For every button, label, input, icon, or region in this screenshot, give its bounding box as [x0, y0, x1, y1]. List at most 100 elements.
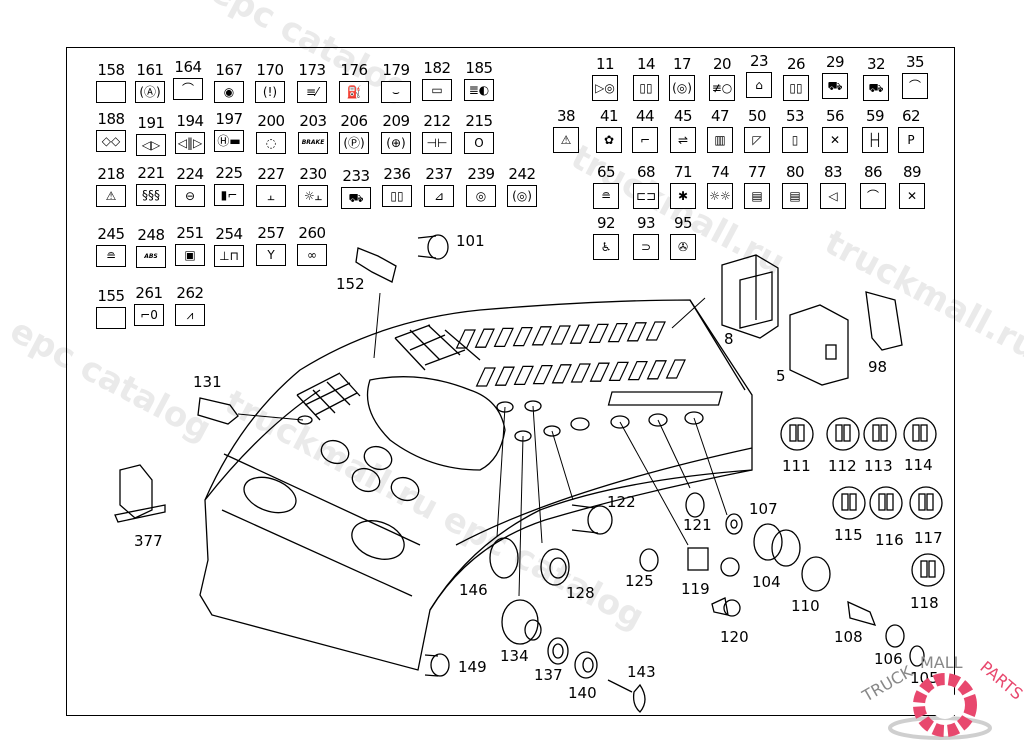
panel-slot: [626, 322, 647, 342]
symbol-59: 59├┤: [856, 108, 894, 153]
part-label-140: 140: [568, 684, 597, 702]
part-label-108: 108: [834, 628, 863, 646]
wheelchair-icon: ♿: [593, 234, 619, 260]
part-label-125: 125: [625, 572, 654, 590]
part-label-143: 143: [627, 663, 656, 681]
part-5-switch-shape: [789, 304, 849, 386]
symbol-164: 164⌒: [169, 59, 207, 100]
leader-lines: [237, 292, 728, 597]
symbol-number: 224: [176, 165, 204, 183]
dashboard-panel: [199, 299, 753, 671]
symbol-227: 227⫠: [252, 166, 290, 207]
part-label-122: 122: [607, 493, 636, 511]
symbol-number: 239: [467, 165, 495, 183]
part-label-114: 114: [904, 456, 933, 474]
symbol-44: 44⌐: [626, 108, 664, 153]
blank-icon: [96, 81, 126, 103]
symbol-224: 224⊖: [171, 166, 209, 207]
brake-indicator-icon: (◎): [669, 75, 695, 101]
symbol-number: 237: [425, 165, 453, 183]
truckmallparts-logo: TRUCK MALL PARTS: [858, 640, 1024, 750]
symbol-number: 93: [636, 214, 656, 232]
fuel-pump-icon: ▮⌐: [214, 184, 244, 206]
panel-slot: [475, 367, 496, 387]
symbol-89: 89✕: [893, 164, 931, 209]
symbol-number: 225: [215, 164, 243, 182]
symbol-number: 261: [135, 284, 163, 302]
symbol-170: 170(!): [251, 62, 289, 103]
round-switch-icon: [863, 417, 897, 451]
high-beam-icon: ≣◐: [464, 79, 494, 101]
symbol-number: 233: [342, 167, 370, 185]
symbol-number: 68: [636, 163, 656, 181]
panel-slot: [531, 326, 552, 346]
symbol-number: 167: [215, 61, 243, 79]
part-134-lock-shape: [501, 599, 542, 645]
symbol-number: 11: [595, 55, 615, 73]
part-108-bulb-shape: [847, 600, 877, 626]
double-door-arrows-icon: ▯▯: [783, 75, 809, 101]
part-label-121: 121: [683, 516, 712, 534]
part-label-131: 131: [193, 373, 222, 391]
vending-ii-icon: ▤: [744, 183, 770, 209]
part-label-134: 134: [500, 647, 529, 665]
symbol-262: 262⩘: [171, 285, 209, 326]
symbol-number: 218: [97, 165, 125, 183]
symbol-188: 188◇◇: [92, 111, 130, 152]
symbol-number: 62: [901, 107, 921, 125]
part-label-146: 146: [459, 581, 488, 599]
symbol-number: 95: [673, 214, 693, 232]
round-switch-icon: [869, 486, 903, 520]
symbol-182: 182▭: [418, 60, 456, 101]
symbol-number: 161: [136, 61, 164, 79]
diagram-frame: [66, 47, 955, 716]
part-107-nut-shape: [725, 513, 743, 535]
symbol-93: 93⊃: [627, 215, 665, 260]
panel-slot: [607, 322, 628, 343]
symbol-number: 170: [256, 61, 284, 79]
turbo-icon: ◎: [466, 185, 496, 207]
mirror-heat-icon: ◸: [744, 127, 770, 153]
symbol-56: 56✕: [816, 108, 854, 153]
symbol-239: 239 ◎: [462, 166, 500, 207]
part-label-149: 149: [458, 658, 487, 676]
door-pair-icon: ▯▯: [633, 75, 659, 101]
symbol-number: 26: [786, 55, 806, 73]
symbol-155: 155: [92, 288, 130, 329]
part-label-5: 5: [776, 367, 786, 385]
symbol-number: 44: [635, 107, 655, 125]
part-label-112: 112: [828, 457, 857, 475]
part-122-holder-shape: [571, 504, 613, 535]
symbol-47: 47▥: [701, 108, 739, 153]
oil-can-icon: ⌣: [381, 81, 411, 103]
bell-crossed-icon: ✕: [899, 183, 925, 209]
symbol-260: 260∞: [293, 225, 331, 266]
part-label-110: 110: [791, 597, 820, 615]
symbol-number: 53: [785, 107, 805, 125]
panel-slot: [569, 324, 590, 344]
vending-icon: ▤: [782, 183, 808, 209]
double-door-icon: ▯▯: [382, 185, 412, 207]
round-switch-icon: [826, 417, 860, 451]
symbol-50: 50◸: [738, 108, 776, 153]
symbol-158: 158: [92, 62, 130, 103]
symbol-233: 233⛟: [337, 168, 375, 209]
part-137-washer-shape: [547, 637, 569, 665]
symbol-number: 92: [596, 214, 616, 232]
driver-warning-icon: ⚠: [553, 127, 579, 153]
mirror-adjust-icon: ✕: [822, 127, 848, 153]
gear-logo-icon: TRUCK MALL PARTS: [858, 653, 1024, 740]
seat-belt-icon: ⌒: [173, 78, 203, 100]
part-152-holder-shape: [355, 247, 397, 283]
symbol-number: 254: [215, 225, 243, 243]
panel-slot: [493, 327, 514, 348]
part-140-nut-shape: [574, 651, 598, 679]
symbol-254: 254⊥⊓: [210, 226, 248, 267]
panel-slot: [550, 325, 571, 345]
symbol-242: 242(◎): [503, 166, 541, 207]
symbol-173: 173≡⁄: [293, 62, 331, 103]
symbol-number: 185: [465, 59, 493, 77]
part-149-socket-shape: [424, 653, 450, 677]
